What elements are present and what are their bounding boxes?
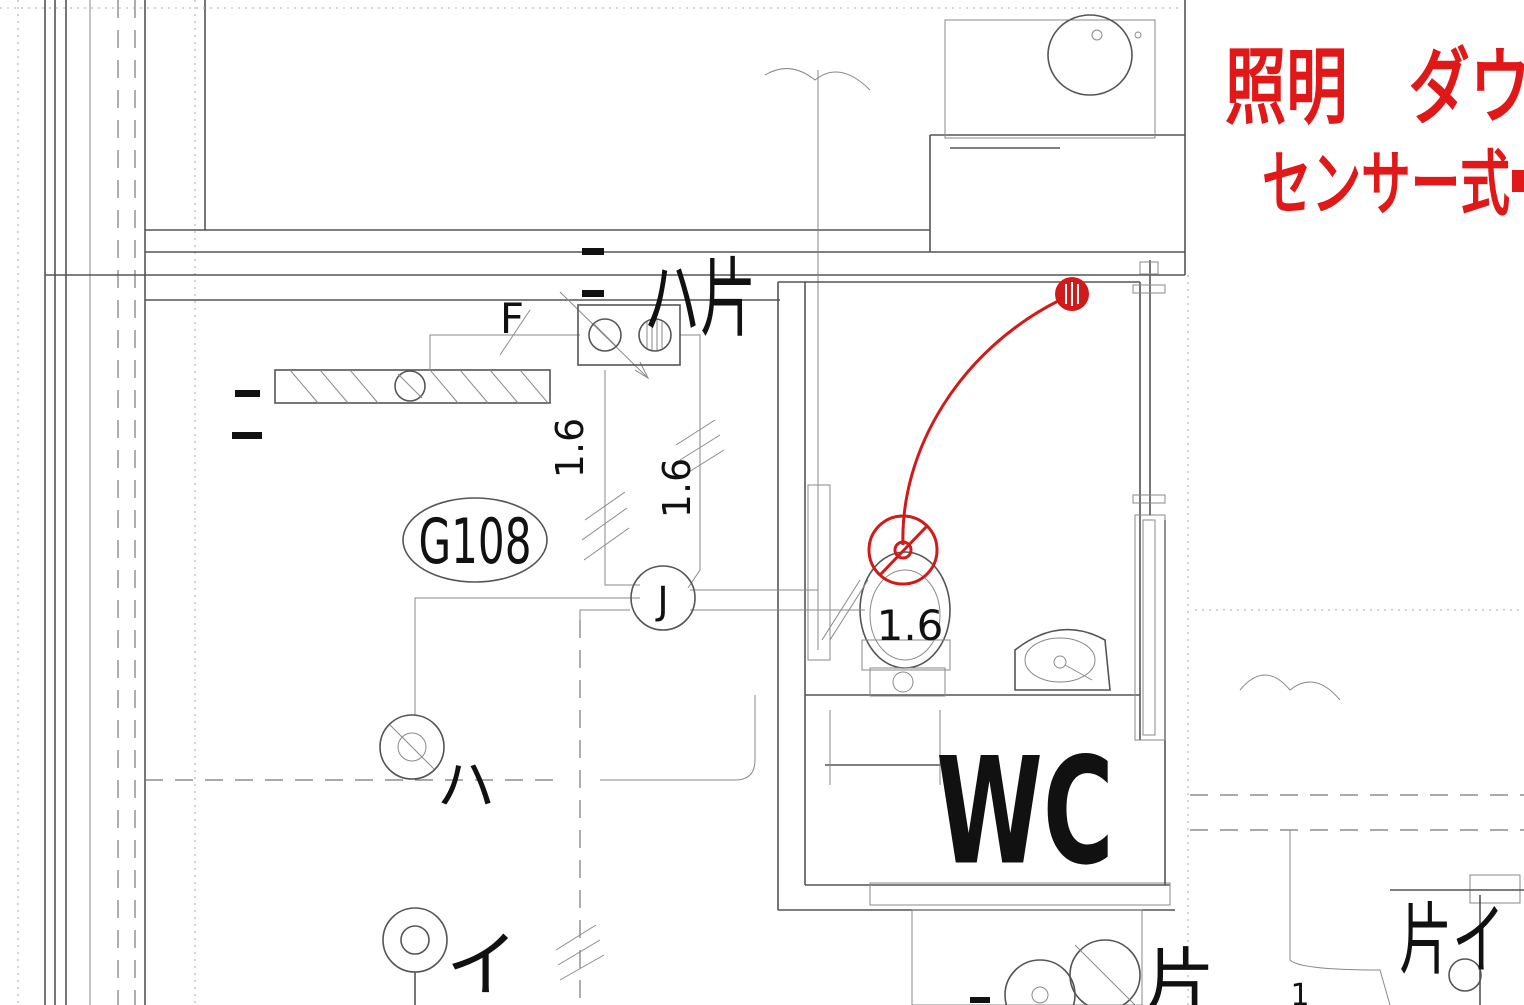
wire-gauge-2: 1.6 <box>655 458 699 518</box>
label-ha: ハ <box>437 751 495 819</box>
note-line-1: 照明 ダウン <box>1225 40 1524 137</box>
room-code-tag <box>402 497 548 583</box>
label-i: イ <box>446 923 518 1005</box>
dashed-lines <box>145 620 1524 1005</box>
wire-gauge-3: 1.6 <box>877 601 944 650</box>
label-kata-bottom: 片 <box>1145 940 1215 1005</box>
hatched-fixture <box>274 369 551 404</box>
wiring <box>414 291 865 981</box>
corridor-walls <box>45 0 1341 701</box>
switch-box <box>577 304 681 366</box>
left-wall <box>0 0 1180 1005</box>
label-kata-right: 片イ <box>1399 894 1505 985</box>
ceiling-light-ha <box>379 714 445 780</box>
wire-gauge-1: 1.6 <box>548 418 592 478</box>
room-name: WC <box>936 727 1114 898</box>
ceiling-light-i <box>382 907 448 1005</box>
junction-box <box>630 565 696 631</box>
sink-fixture-top <box>944 14 1156 149</box>
room-code: G108 <box>418 506 531 579</box>
junction-label: J <box>655 579 668 623</box>
wc-room-walls <box>777 260 1524 1005</box>
hand-sink-fixture <box>1014 628 1111 691</box>
switch-label-top: ハ片 <box>644 249 756 350</box>
right-edge-devices <box>1289 830 1524 1005</box>
note-line-2: センサー式 <box>1262 144 1510 226</box>
bottom-fixtures <box>911 909 1143 1005</box>
sensor-annotation <box>867 170 1524 586</box>
tick-marks <box>232 248 990 1003</box>
wc-shelf <box>825 710 945 785</box>
label-f: F <box>500 294 524 343</box>
tick-label-1: 1 <box>1290 978 1309 1005</box>
